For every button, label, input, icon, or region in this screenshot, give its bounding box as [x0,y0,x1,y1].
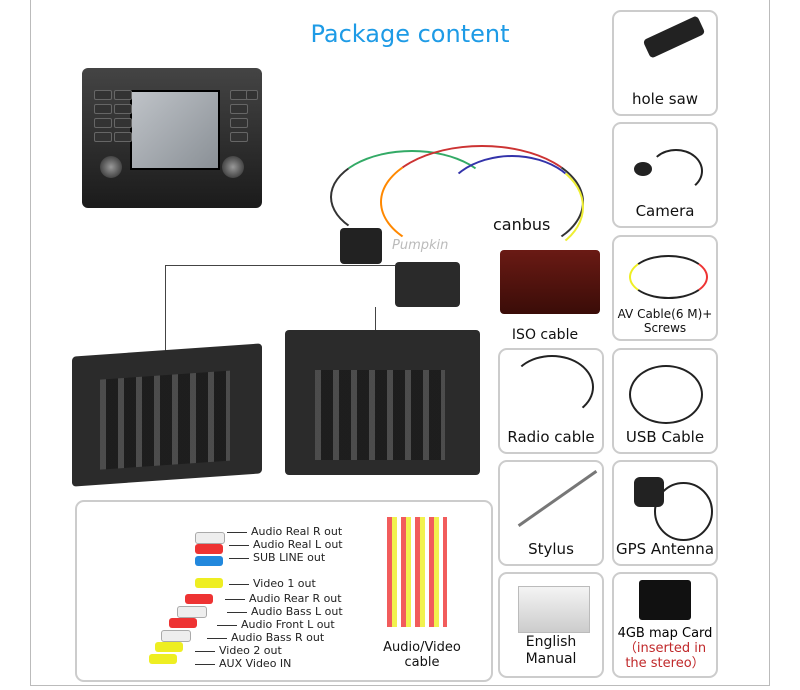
usb-cable-label: USB Cable [625,428,705,446]
av-cable-label: Audio/Video cable [383,640,461,670]
english-manual-label: English Manual [525,634,577,667]
card-gps-antenna: GPS Antenna [612,460,718,566]
microsd-card-image [639,580,691,620]
card-hole-saw: hole saw [612,10,718,116]
round-connector-image [340,228,382,264]
av-output-label: AUX Video IN [195,658,291,670]
av-output-label: Audio Real L out [229,539,343,551]
card-stylus: Stylus [498,460,604,566]
av-output-label: Audio Bass L out [227,606,343,618]
av-output-label: Audio Bass R out [207,632,324,644]
head-unit-screen [130,90,220,170]
av-cable-screws-label: AV Cable(6 M)+ Screws [617,307,713,335]
av-output-label: Audio Front L out [217,619,335,631]
card-radio-cable: Radio cable [498,348,604,454]
av-output-label: Audio Real R out [227,526,342,538]
iso-cable-label: ISO cable [511,327,579,343]
av-output-label: SUB LINE out [229,552,325,564]
camera-label: Camera [635,202,695,220]
radio-cable-label: Radio cable [507,428,595,446]
page-title: Package content [310,20,510,48]
card-usb-cable: USB Cable [612,348,718,454]
card-english-manual: English Manual [498,572,604,678]
manual-image [518,586,590,633]
stylus-label: Stylus [528,540,574,558]
gps-antenna-label: GPS Antenna [615,540,715,558]
map-card-label: 4GB map Card [617,626,713,641]
canbus-box-image [500,250,600,314]
av-cable-box: Audio Real R out Audio Real L out SUB LI… [75,500,493,682]
av-output-label: Video 1 out [229,578,316,590]
av-output-label: Audio Rear R out [225,593,342,605]
watermark: Pumpkin [392,238,449,253]
av-harness-image [387,517,447,627]
connector-right-image [285,330,480,475]
head-unit-image [82,68,262,208]
quadlock-connector-image [395,262,460,307]
av-output-label: Video 2 out [195,645,282,657]
card-av-cable: AV Cable(6 M)+ Screws [612,235,718,341]
frame-border [30,0,770,686]
hole-saw-label: hole saw [631,90,699,108]
map-card-note: （inserted in the stereo） [623,641,707,671]
card-camera: Camera [612,122,718,228]
canbus-label: canbus [493,215,551,234]
connector-left-image [72,343,262,487]
card-map-card: 4GB map Card （inserted in the stereo） [612,572,718,678]
